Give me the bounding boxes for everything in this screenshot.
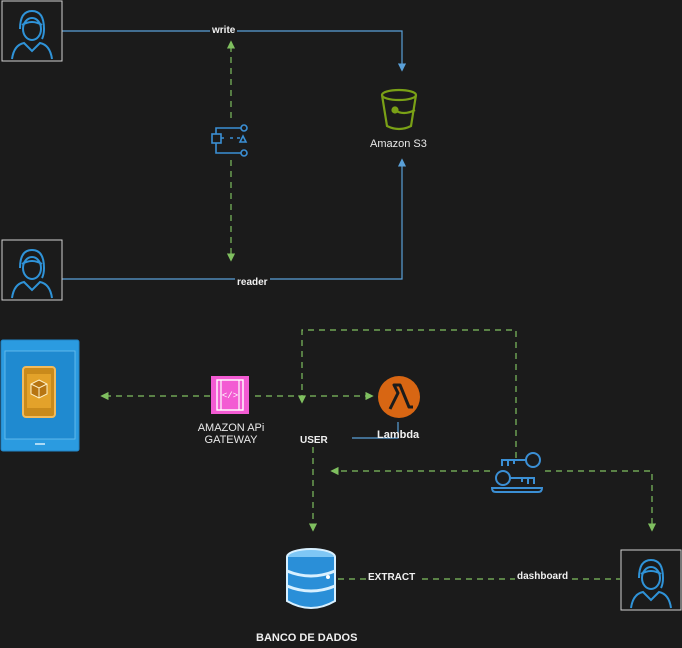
user-label: USER (298, 435, 330, 446)
dashboard-label: dashboard (515, 571, 571, 582)
api-gateway-label: AMAZON APi GATEWAY (197, 422, 265, 446)
user-icon[interactable] (1, 239, 63, 301)
connections-green (100, 40, 657, 580)
loop-to-gateway-connector (297, 329, 517, 458)
api-gateway-icon[interactable]: </> (211, 376, 249, 414)
reader-label: reader (235, 277, 270, 288)
lambda-user-connector (352, 422, 399, 439)
user-icon[interactable] (1, 0, 63, 62)
s3-label: Amazon S3 (370, 138, 427, 150)
lambda-icon[interactable] (378, 376, 420, 418)
keys-icon[interactable] (490, 452, 544, 493)
step-functions-icon[interactable] (211, 124, 248, 157)
user-icon[interactable] (620, 549, 682, 611)
database-icon[interactable] (286, 548, 336, 609)
svg-text:</>: </> (222, 391, 238, 401)
extract-label: EXTRACT (366, 572, 418, 583)
write-connector (62, 30, 407, 72)
connections-blue (62, 30, 407, 439)
write-label: write (210, 25, 238, 36)
mobile-app-icon[interactable] (0, 339, 80, 452)
lambda-label: Lambda (377, 429, 420, 441)
keys-to-dashboard-user-connector (545, 470, 657, 532)
reader-connector (62, 158, 407, 280)
amazon-s3-bucket-icon[interactable] (380, 88, 418, 131)
database-label: BANCO DE DADOS (256, 632, 358, 644)
